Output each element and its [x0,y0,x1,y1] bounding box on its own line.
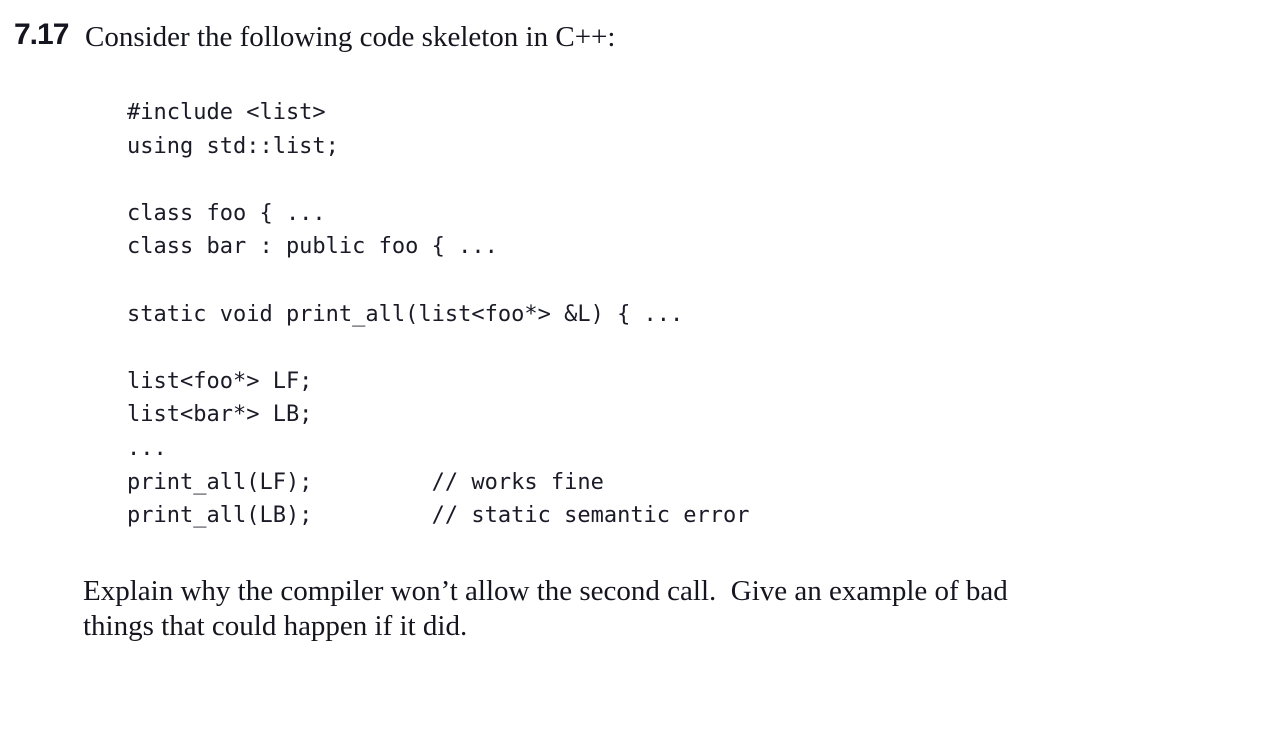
code-line: print_all(LF); // works fine [127,469,604,495]
question-line: things that could happen if it did. [83,610,468,642]
code-line: list<bar*> LB; [127,402,313,428]
code-line: using std::list; [127,133,339,159]
code-line: static void print_all(list<foo*> &L) { .… [127,301,684,327]
question-line: Explain why the compiler won’t allow the… [83,575,1008,607]
code-line: class foo { ... [127,200,326,226]
code-line: list<foo*> LF; [127,368,313,394]
question-text: Explain why the compiler won’t allow the… [83,574,1008,644]
code-block: #include <list> using std::list; class f… [127,96,750,533]
code-line: print_all(LB); // static semantic error [127,503,750,529]
exercise-number: 7.17 [14,18,69,51]
code-line: ... [127,435,167,461]
code-line [127,163,750,197]
code-line [127,264,750,298]
code-line [127,331,750,365]
exercise-prompt: Consider the following code skeleton in … [85,21,616,53]
code-line: #include <list> [127,100,326,125]
code-line: class bar : public foo { ... [127,234,498,260]
